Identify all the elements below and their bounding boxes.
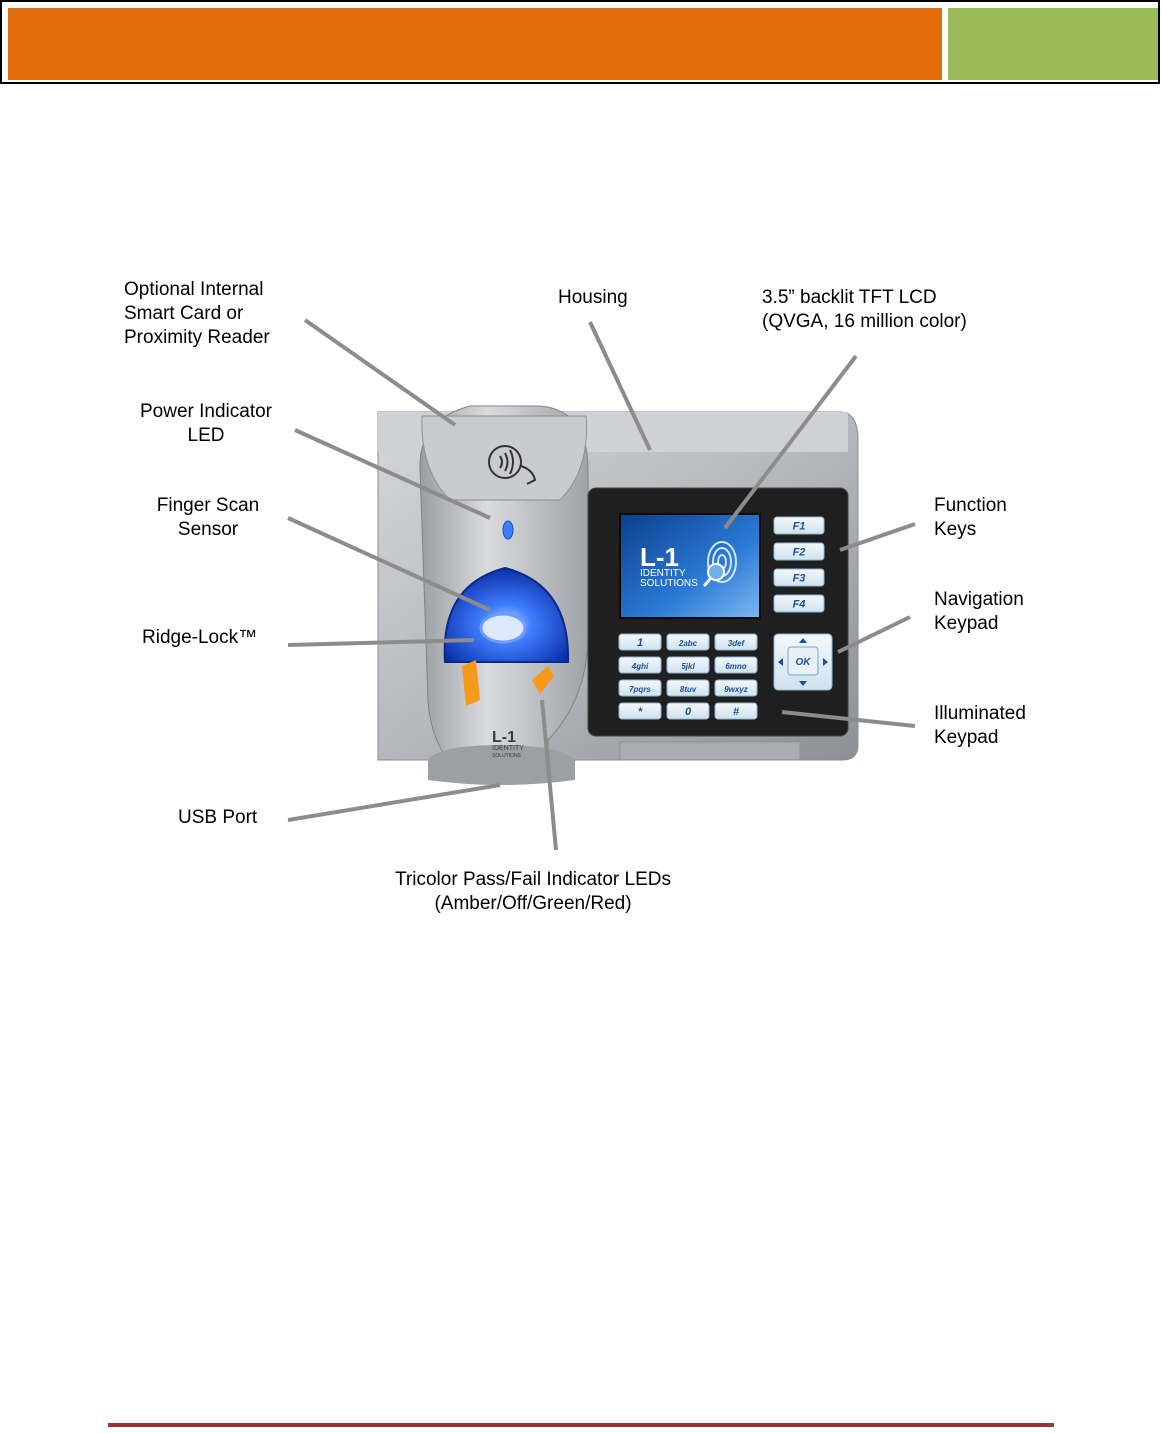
keypad-key-9wxyz-label: 9wxyz: [724, 685, 748, 694]
nav-right-arrow-icon[interactable]: [823, 658, 828, 666]
function-key-f3-label: F3: [793, 573, 806, 585]
arrow-smart-card: [303, 318, 457, 427]
callout-ridge-lock: Ridge-Lock™: [142, 627, 258, 648]
function-key-f3[interactable]: F3: [773, 568, 825, 587]
header-orange-bar: [8, 8, 942, 80]
lcd-logo-line2: SOLUTIONS: [640, 578, 698, 589]
tricolor-led-right: [532, 666, 554, 694]
arrow-housing: [588, 321, 652, 451]
function-key-f4[interactable]: F4: [773, 594, 825, 613]
arrow-navigation-keypad: [837, 615, 911, 654]
arrow-tricolor-leds: [540, 699, 558, 851]
keypad-key-7pqrs[interactable]: 7pqrs: [618, 679, 662, 697]
keypad-key-star[interactable]: *: [618, 702, 662, 720]
callout-illuminated-keypad: Illuminated Keypad: [934, 703, 1026, 748]
page-header: [0, 0, 1160, 84]
footer-rule: [108, 1423, 1054, 1427]
function-key-f2-label: F2: [793, 547, 806, 559]
keypad-key-3def[interactable]: 3def: [714, 633, 758, 651]
function-key-f2[interactable]: F2: [773, 542, 825, 561]
keypad-key-6mno-label: 6mno: [725, 662, 746, 671]
nav-down-arrow-icon[interactable]: [799, 681, 807, 686]
keypad-key-4ghi-label: 4ghi: [631, 662, 649, 671]
keypad-key-star-label: *: [638, 706, 643, 718]
keypad-key-5jkl[interactable]: 5jkl: [666, 656, 710, 674]
keypad-key-7pqrs-label: 7pqrs: [629, 685, 651, 694]
keypad-key-3def-label: 3def: [728, 639, 746, 648]
keypad-key-4ghi[interactable]: 4ghi: [618, 656, 662, 674]
keypad-key-hash[interactable]: #: [714, 702, 758, 720]
callout-lcd: 3.5” backlit TFT LCD (QVGA, 16 million c…: [762, 287, 967, 332]
contactless-card-icon: [488, 445, 537, 485]
keypad-key-0-label: 0: [685, 706, 692, 718]
callout-tricolor-leds: Tricolor Pass/Fail Indicator LEDs (Amber…: [395, 869, 671, 914]
arrow-lcd: [723, 354, 858, 530]
arrow-finger-scan: [287, 516, 491, 612]
keypad-key-5jkl-label: 5jkl: [681, 662, 695, 671]
nav-ok-button[interactable]: OK: [796, 657, 812, 668]
callout-arrows: [287, 318, 916, 851]
nav-up-arrow-icon[interactable]: [799, 638, 807, 643]
callout-function-keys: Function Keys: [934, 495, 1007, 540]
nav-left-arrow-icon[interactable]: [778, 658, 783, 666]
function-key-f1[interactable]: F1: [773, 516, 825, 535]
tricolor-led-left: [462, 660, 480, 706]
arrow-ridge-lock: [287, 638, 475, 647]
body-logo-line1: IDENTITY: [492, 745, 524, 752]
keypad-key-1[interactable]: 1: [618, 633, 662, 651]
card-reader-hood: [421, 415, 587, 501]
power-indicator-led: [502, 520, 514, 540]
header-green-bar: [948, 8, 1158, 80]
keypad-key-2abc[interactable]: 2abc: [666, 633, 710, 651]
keypad-key-hash-label: #: [733, 706, 740, 718]
fingerprint-icon: [702, 541, 737, 587]
arrow-usb-port: [287, 783, 501, 822]
navigation-keypad[interactable]: OK: [773, 633, 833, 691]
body-logo-mark: L-1: [492, 729, 516, 746]
lcd-logo-line1: IDENTITY: [640, 568, 686, 579]
callout-usb-port: USB Port: [178, 807, 258, 828]
function-key-f4-label: F4: [793, 599, 806, 611]
keypad-key-6mno[interactable]: 6mno: [714, 656, 758, 674]
lcd-logo-mark: L-1: [640, 542, 679, 572]
arrow-function-keys: [839, 522, 916, 552]
body-logo: L-1 IDENTITY SOLUTIONS: [492, 729, 524, 759]
keypad-key-1-label: 1: [637, 637, 643, 649]
housing-bottom-slot: [619, 741, 801, 761]
callout-power-led: Power Indicator LED: [139, 401, 272, 446]
body-logo-line2: SOLUTIONS: [492, 753, 522, 759]
keypad-key-9wxyz[interactable]: 9wxyz: [714, 679, 758, 697]
keypad-key-8tuv[interactable]: 8tuv: [666, 679, 710, 697]
callout-navigation-keypad: Navigation Keypad: [934, 589, 1024, 634]
callout-finger-scan: Finger Scan Sensor: [156, 495, 260, 540]
lcd-logo: L-1 IDENTITY SOLUTIONS: [640, 542, 698, 589]
keypad-key-2abc-label: 2abc: [678, 639, 698, 648]
arrow-illuminated-keypad: [781, 710, 916, 728]
arrow-power-led: [294, 428, 491, 520]
keypad-key-8tuv-label: 8tuv: [680, 685, 697, 694]
ridge-lock-sensor: [479, 612, 527, 644]
number-keypad: 1 2abc 3def 4ghi 5jkl 6mno 7pqrs 8tuv 9wxyz * 0 #: [618, 633, 758, 720]
keypad-key-0[interactable]: 0: [666, 702, 710, 720]
callout-smart-card: Optional Internal Smart Card or Proximit…: [124, 279, 270, 348]
callout-housing: Housing: [558, 287, 628, 308]
scanner-base: [428, 745, 575, 785]
function-key-f1-label: F1: [793, 521, 806, 533]
